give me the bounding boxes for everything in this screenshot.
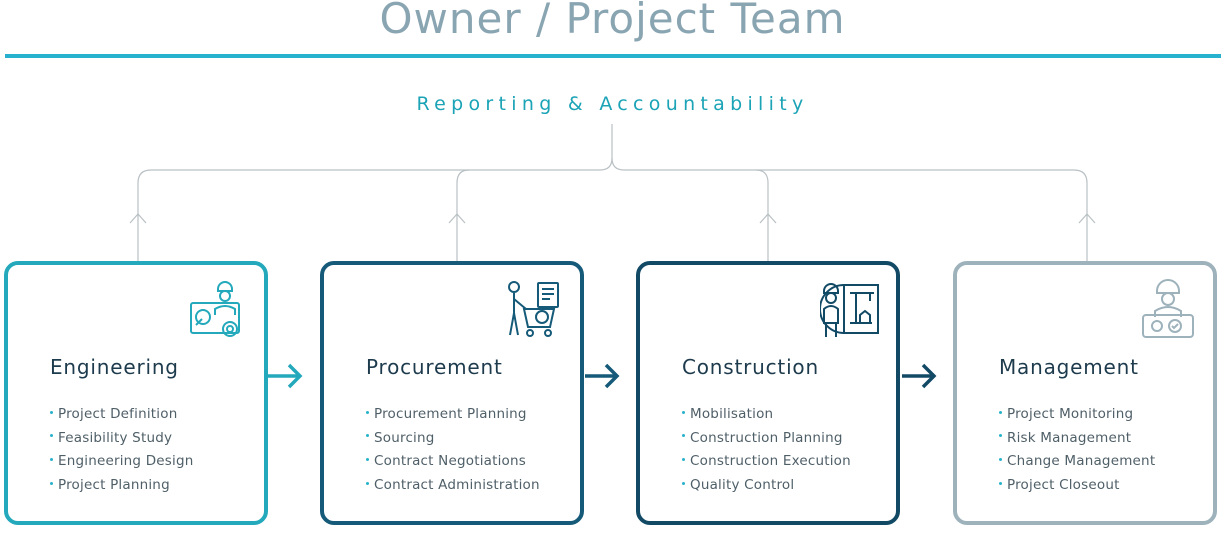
list-item: Project Planning — [50, 474, 194, 498]
card-engineering: Engineering Project Definition Feasibili… — [4, 261, 268, 525]
bullet-icon — [682, 481, 685, 485]
flow-arrow-to-management — [902, 363, 937, 389]
list-item: Contract Negotiations — [366, 450, 540, 474]
manager-dashboard-icon — [1142, 279, 1194, 338]
list-item: Project Closeout — [999, 474, 1155, 498]
flow-arrow-to-construction — [585, 363, 620, 389]
card-management: Management Project Monitoring Risk Manag… — [953, 261, 1217, 525]
bullet-icon — [682, 410, 685, 414]
bullet-icon — [50, 457, 53, 461]
list-item: Construction Planning — [682, 427, 851, 451]
bullet-icon — [682, 434, 685, 438]
card-title-management: Management — [999, 355, 1139, 379]
connector-trunk-right — [611, 157, 1088, 262]
card-title-construction: Construction — [682, 355, 819, 379]
up-arrow-engineering — [129, 213, 147, 224]
list-item: Project Monitoring — [999, 403, 1155, 427]
card-title-procurement: Procurement — [366, 355, 503, 379]
list-item: Procurement Planning — [366, 403, 540, 427]
reporting-label: Reporting & Accountability — [416, 93, 809, 115]
bullet-icon — [366, 481, 369, 485]
diagram-title: Owner / Project Team — [379, 0, 846, 43]
bullet-icon — [999, 481, 1002, 485]
bullet-icon — [366, 457, 369, 461]
card-construction: Construction Mobilisation Construction P… — [636, 261, 900, 525]
bullet-icon — [366, 410, 369, 414]
up-arrow-construction — [759, 213, 777, 224]
list-item: Mobilisation — [682, 403, 851, 427]
connector-trunk — [137, 124, 613, 262]
card-procurement: Procurement Procurement Planning Sourcin… — [320, 261, 584, 525]
list-item: Construction Execution — [682, 450, 851, 474]
title-rule — [5, 54, 1221, 58]
up-arrow-management — [1078, 213, 1096, 224]
construction-worker-crane-icon — [820, 283, 879, 337]
shopping-cart-worker-icon — [508, 281, 559, 337]
bullet-icon — [50, 481, 53, 485]
list-item: Contract Administration — [366, 474, 540, 498]
engineering-list: Project Definition Feasibility Study Eng… — [50, 403, 194, 498]
list-item: Feasibility Study — [50, 427, 194, 451]
connector-construction — [755, 169, 769, 262]
management-list: Project Monitoring Risk Management Chang… — [999, 403, 1155, 498]
list-item: Quality Control — [682, 474, 851, 498]
up-arrow-procurement — [448, 213, 466, 224]
card-title-engineering: Engineering — [50, 355, 179, 379]
construction-list: Mobilisation Construction Planning Const… — [682, 403, 851, 498]
bullet-icon — [999, 457, 1002, 461]
bullet-icon — [999, 434, 1002, 438]
list-item: Risk Management — [999, 427, 1155, 451]
bullet-icon — [50, 410, 53, 414]
list-item: Engineering Design — [50, 450, 194, 474]
connector-procurement — [456, 169, 470, 262]
list-item: Change Management — [999, 450, 1155, 474]
procurement-list: Procurement Planning Sourcing Contract N… — [366, 403, 540, 498]
bullet-icon — [366, 434, 369, 438]
list-item: Project Definition — [50, 403, 194, 427]
list-item: Sourcing — [366, 427, 540, 451]
bullet-icon — [682, 457, 685, 461]
bullet-icon — [999, 410, 1002, 414]
engineer-blueprint-icon — [190, 281, 240, 337]
bullet-icon — [50, 434, 53, 438]
flow-arrow-to-procurement — [268, 363, 303, 389]
